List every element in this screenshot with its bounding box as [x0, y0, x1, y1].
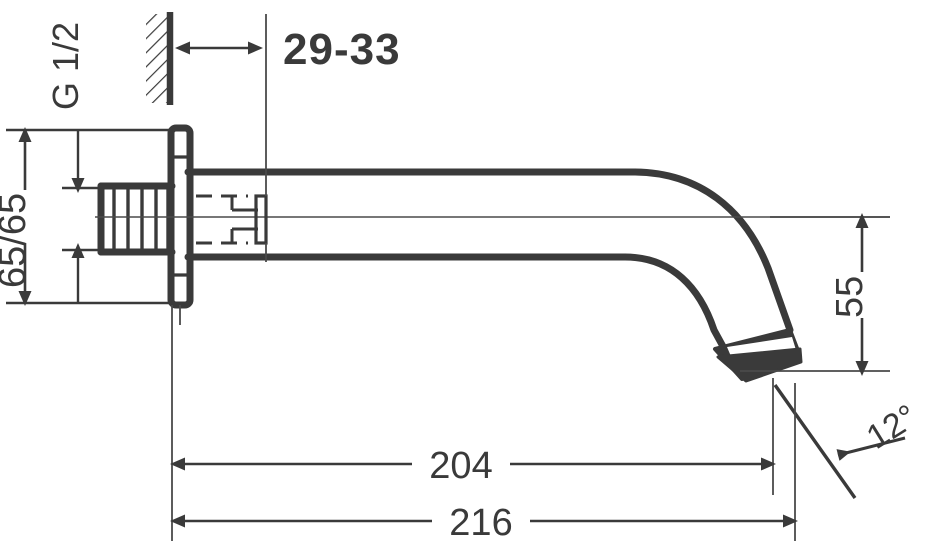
projection-204-dimension-group: 204: [170, 445, 776, 487]
thread-size-dimension-group: G 1/2: [45, 22, 110, 302]
wall-projection-dimension-label: 29-33: [283, 25, 401, 74]
spout-body-outline: [184, 168, 794, 356]
wall-projection-dimension-group: 29-33: [175, 14, 401, 132]
spout-drop-dimension-group: 55: [740, 213, 890, 376]
angle-leader-arrow: [836, 436, 906, 461]
thread-size-label: G 1/2: [45, 22, 86, 110]
internal-bore-hidden-lines: [196, 132, 268, 262]
angle-reference-line: [773, 384, 857, 499]
projection-216-dimension-label: 216: [449, 502, 512, 544]
projection-204-dimension-label: 204: [429, 445, 492, 487]
flange-height-dimension-group: 65/65: [0, 127, 190, 306]
spout-outlet-aerator: [713, 328, 803, 383]
wall-hatching: [146, 12, 174, 105]
flange-height-dimension-label: 65/65: [0, 193, 34, 288]
spout-drop-dimension-label: 55: [829, 276, 871, 318]
bore-sleeve-element: [254, 194, 268, 245]
projection-216-dimension-group: 216: [170, 502, 798, 544]
